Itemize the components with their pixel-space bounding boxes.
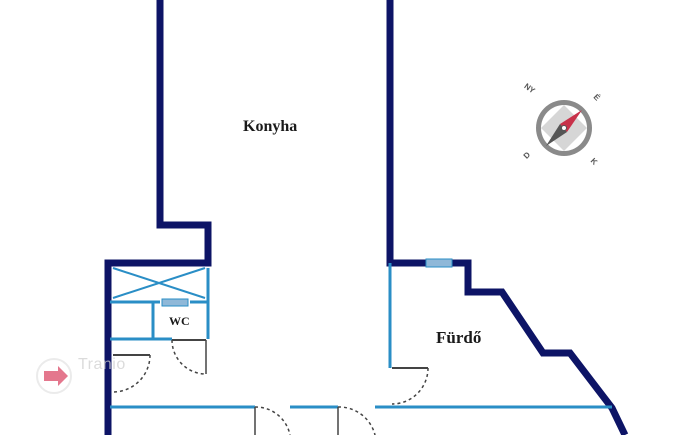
wc-wall	[110, 268, 210, 341]
kitchen-left-wall	[104, 0, 212, 435]
room-label-kitchen: Konyha	[243, 118, 298, 135]
outer-walls	[104, 0, 629, 435]
cabinet-cross	[112, 267, 206, 299]
door-corridor-1	[254, 406, 291, 435]
door-left	[112, 354, 151, 393]
compass-icon	[536, 100, 592, 156]
watermark: Tranio	[38, 356, 126, 374]
kitchen-right-wall	[386, 0, 426, 267]
room-label-bathroom: Fürdő	[436, 328, 482, 347]
windows	[161, 258, 453, 307]
watermark-logo	[36, 358, 72, 394]
door-corridor-2	[337, 406, 376, 435]
bathroom-stepped-wall	[452, 259, 629, 435]
storage-cabinet	[112, 267, 206, 299]
watermark-text: Tranio	[78, 356, 126, 373]
window-bathroom	[425, 258, 453, 268]
doors	[112, 339, 429, 435]
door-wc	[171, 339, 207, 375]
inner-walls	[110, 263, 612, 409]
window-wc	[161, 298, 189, 307]
door-bathroom	[391, 367, 429, 405]
room-label-wc: WC	[169, 314, 190, 328]
